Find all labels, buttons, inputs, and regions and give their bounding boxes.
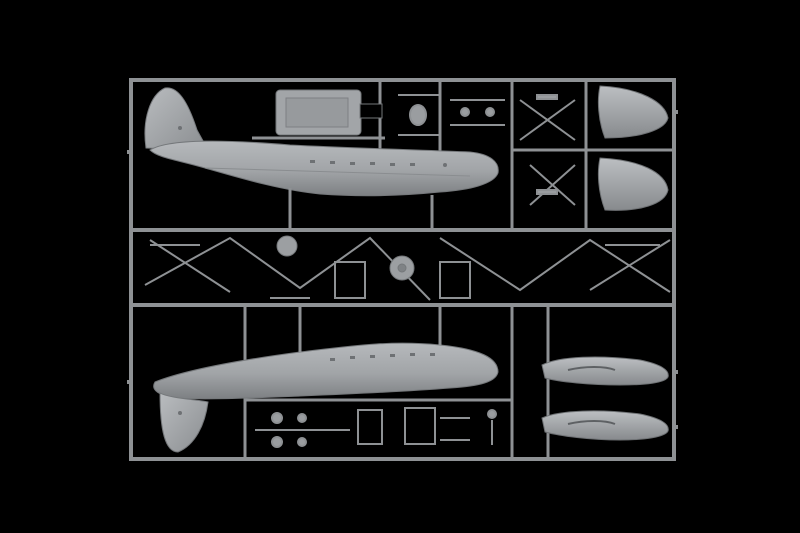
fuselage-upper-fin <box>144 87 209 151</box>
fuselage-half-upper <box>144 87 499 230</box>
wheel-parts-middle <box>276 235 471 299</box>
sprue-gates <box>127 110 678 461</box>
fuselage-upper-windows <box>178 126 447 167</box>
fuselage-lower-body <box>153 342 499 400</box>
wing-float-part-bottom <box>541 410 669 441</box>
engine-block-part <box>252 89 385 140</box>
fuselage-lower-fin <box>159 392 209 453</box>
strut-parts-middle <box>144 236 671 301</box>
canopy-part-bottom <box>597 157 669 211</box>
fuselage-half-lower <box>153 305 499 453</box>
small-parts-top <box>398 94 576 206</box>
wing-float-part-top <box>541 356 669 386</box>
fuselage-upper-body <box>149 140 499 197</box>
canopy-part-top <box>597 85 669 139</box>
fuselage-lower-windows <box>178 353 435 415</box>
sprue-outer-frame <box>129 78 676 461</box>
small-parts-lower <box>255 407 497 448</box>
